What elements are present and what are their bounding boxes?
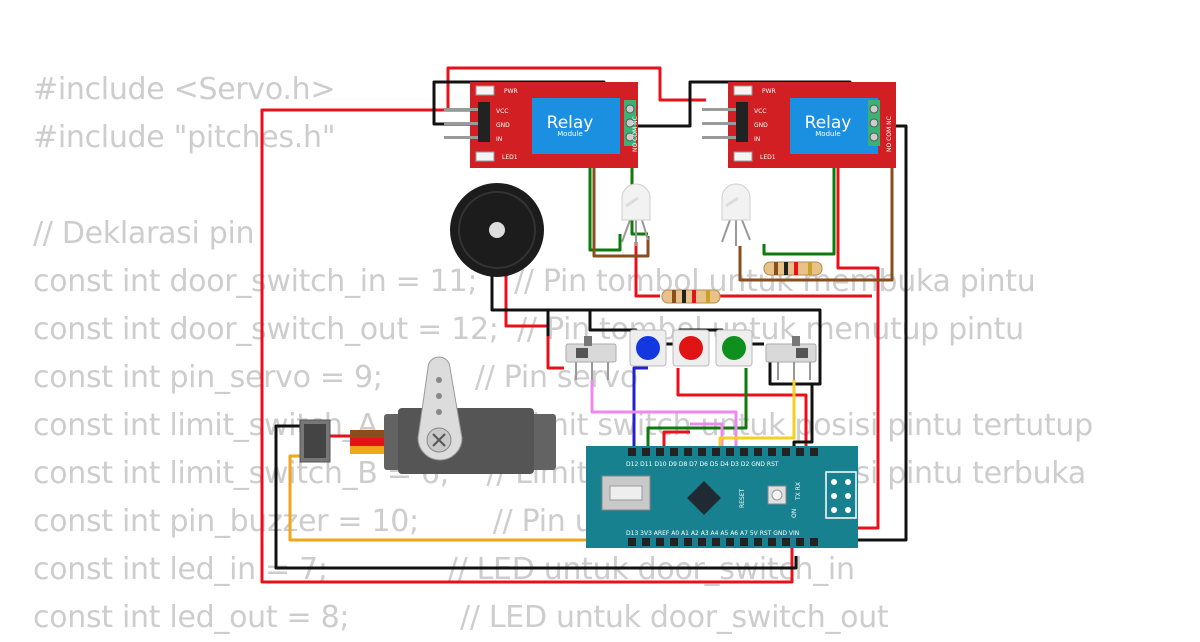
txrx-label: TX RX	[795, 482, 802, 501]
wire-blue	[632, 366, 648, 452]
screw-icon	[625, 104, 635, 114]
top-header-pins	[628, 448, 818, 456]
bottom-pin-labels: D13 3V3 AREF A0 A1 A2 A3 A4 A5 A6 A7 5V …	[626, 530, 799, 537]
wire-black-buttons	[490, 276, 822, 386]
led-right	[721, 183, 751, 246]
vcc-label: VCC	[754, 108, 766, 115]
top-pin-labels: D12 D11 D10 D9 D8 D7 D6 D5 D4 D3 D2 GND …	[626, 461, 779, 468]
header-pin	[444, 136, 478, 139]
header-pin	[702, 108, 736, 111]
wire-yellow	[718, 380, 796, 452]
terminal-label: NO COM NC	[886, 116, 893, 152]
header-pin	[702, 136, 736, 139]
gnd-label: GND	[496, 122, 510, 129]
wire-red-right	[836, 168, 880, 530]
relay-header	[478, 102, 490, 142]
in-label: IN	[754, 136, 760, 143]
led1-label: LED1	[760, 154, 776, 161]
screw-icon	[869, 132, 879, 142]
wire-black-right	[858, 124, 908, 542]
servo-motor	[299, 356, 556, 474]
in-label: IN	[496, 136, 502, 143]
screw-icon	[869, 104, 879, 114]
code-line: const int pin_servo = 9; // Pin servo	[33, 360, 638, 395]
wire-green-d11	[646, 368, 748, 452]
reset-label: RESET	[739, 488, 746, 508]
led-bulb	[721, 183, 751, 221]
screw-icon	[625, 132, 635, 142]
header-pin	[702, 122, 736, 125]
wire-red-redbtn	[662, 430, 690, 452]
header-pin	[444, 122, 478, 125]
terminal-label: NO COM NC	[632, 116, 639, 152]
relay-module-left: PWR LED1 VCC GND IN Relay Module NO COM …	[444, 82, 639, 168]
buzzer	[450, 183, 544, 277]
relay-body	[532, 98, 620, 154]
wire-red-resistor	[634, 242, 660, 298]
icsp-header	[825, 471, 857, 519]
screw-icon	[869, 118, 879, 128]
led1	[733, 151, 753, 162]
resistor-2	[763, 261, 823, 276]
code-line: #include "pitches.h"	[33, 120, 336, 155]
led-bulb	[621, 183, 651, 221]
wire-pink	[590, 380, 738, 452]
relay-title: Relay	[547, 113, 594, 133]
code-line: #include <Servo.h>	[33, 72, 336, 107]
push-button-green[interactable]	[715, 329, 753, 367]
on-label: ON	[791, 509, 798, 518]
buzzer-ring	[458, 191, 536, 269]
slide-switch-left[interactable]	[565, 336, 617, 380]
pwr-led	[733, 85, 753, 96]
buzzer-hole	[489, 222, 505, 238]
relay-module-right: PWR LED1 VCC GND IN Relay Module NO COM …	[702, 82, 896, 168]
gnd-label: GND	[754, 122, 768, 129]
relay-title: Relay	[805, 113, 852, 133]
push-button-blue[interactable]	[629, 329, 667, 367]
screw-icon	[625, 118, 635, 128]
code-line: const int led_out = 8; // LED untuk door…	[33, 600, 889, 635]
wire-black-left	[274, 424, 798, 570]
pwr-led	[475, 85, 495, 96]
push-button-red[interactable]	[672, 329, 710, 367]
relay-subtitle: Module	[815, 130, 840, 138]
led-left	[621, 183, 651, 246]
microcontroller-chip	[687, 481, 721, 515]
led1	[475, 151, 495, 162]
code-line: // Deklarasi pin	[33, 216, 255, 251]
wire-red-d10	[676, 368, 808, 452]
arduino-nano: D12 D11 D10 D9 D8 D7 D6 D5 D4 D3 D2 GND …	[586, 446, 858, 548]
relay-body	[790, 98, 878, 154]
wire-pink2	[690, 422, 724, 452]
pwr-label: PWR	[762, 88, 776, 95]
relay-header	[736, 102, 748, 142]
led1-label: LED1	[502, 154, 518, 161]
header-pin	[444, 108, 478, 111]
vcc-label: VCC	[496, 108, 508, 115]
bottom-header-pins	[628, 538, 818, 546]
pwr-label: PWR	[504, 88, 518, 95]
resistor-1	[661, 289, 721, 304]
slide-switch-right[interactable]	[765, 336, 817, 380]
wire-red-buzzer	[504, 276, 564, 370]
relay-subtitle: Module	[557, 130, 582, 138]
